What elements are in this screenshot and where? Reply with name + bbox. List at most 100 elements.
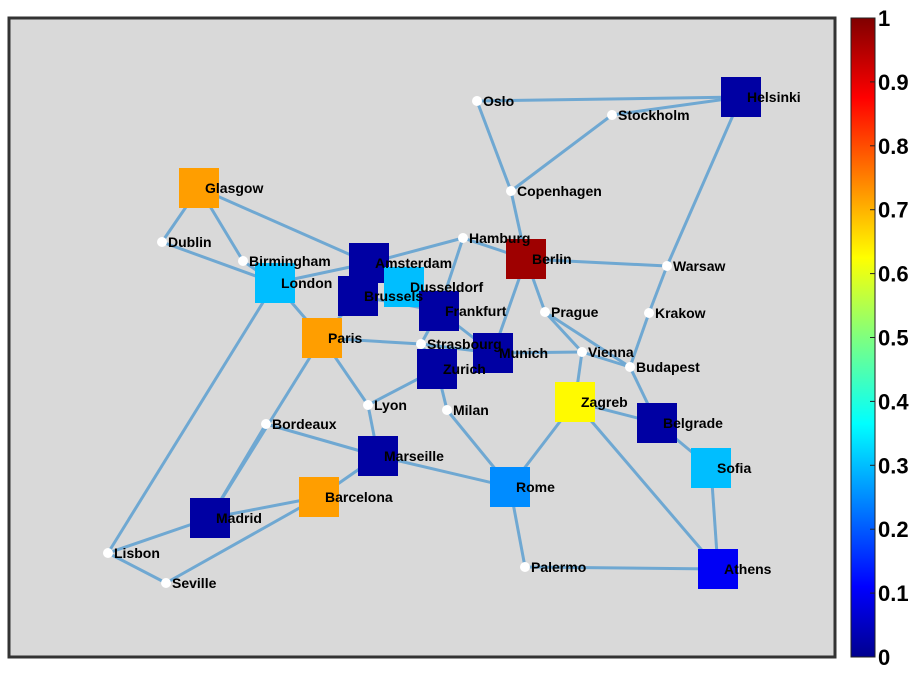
city-label-warsaw: Warsaw xyxy=(673,258,726,274)
edge-stockholm-copenhagen xyxy=(510,113,613,193)
node-square-barcelona xyxy=(299,477,339,517)
city-label-birmingham: Birmingham xyxy=(249,253,331,269)
city-label-oslo: Oslo xyxy=(483,93,514,109)
edge-palermo-athens xyxy=(524,565,719,571)
city-label-dusseldorf: Dusseldorf xyxy=(410,279,483,295)
edge-krakow-budapest xyxy=(628,312,651,368)
colorbar-tick-label: 0.9 xyxy=(878,70,909,95)
city-label-brussels: Brussels xyxy=(364,288,423,304)
city-label-strasbourg: Strasbourg xyxy=(427,336,502,352)
colorbar-ticks: 00.10.20.30.40.50.60.70.80.91 xyxy=(870,6,909,670)
node-dot-krakow xyxy=(644,308,654,318)
node-dot-copenhagen xyxy=(506,186,516,196)
edge-vienna-budapest xyxy=(581,350,631,369)
node-dot-strasbourg xyxy=(416,339,426,349)
city-label-zagreb: Zagreb xyxy=(581,394,628,410)
node-square-sofia xyxy=(691,448,731,488)
city-label-zurich: Zurich xyxy=(443,361,486,377)
node-square-belgrade xyxy=(637,403,677,443)
city-label-frankfurt: Frankfurt xyxy=(445,303,507,319)
node-dot-lisbon xyxy=(103,548,113,558)
node-square-rome xyxy=(490,467,530,507)
nodes-layer xyxy=(103,77,761,589)
node-dot-dublin xyxy=(157,237,167,247)
node-dot-birmingham xyxy=(238,256,248,266)
node-dot-bordeaux xyxy=(261,419,271,429)
city-label-glasgow: Glasgow xyxy=(205,180,263,196)
colorbar-tick-label: 0.6 xyxy=(878,262,909,287)
node-square-berlin xyxy=(506,239,546,279)
city-label-belgrade: Belgrade xyxy=(663,415,723,431)
city-label-bordeaux: Bordeaux xyxy=(272,416,337,432)
edge-prague-budapest xyxy=(544,310,631,369)
node-dot-vienna xyxy=(577,347,587,357)
colorbar-tick-label: 0.1 xyxy=(878,581,909,606)
city-label-budapest: Budapest xyxy=(636,359,700,375)
colorbar-tick-label: 0.7 xyxy=(878,198,909,223)
edge-oslo-copenhagen xyxy=(475,100,513,192)
city-label-copenhagen: Copenhagen xyxy=(517,183,602,199)
city-label-seville: Seville xyxy=(172,575,217,591)
colorbar-tick-label: 0 xyxy=(878,645,890,670)
node-square-zagreb xyxy=(555,382,595,422)
node-square-london xyxy=(255,263,295,303)
city-label-milan: Milan xyxy=(453,402,489,418)
city-label-rome: Rome xyxy=(516,479,555,495)
network-panel xyxy=(7,16,837,659)
city-label-vienna: Vienna xyxy=(588,344,634,360)
colorbar-tick-label: 0.8 xyxy=(878,134,909,159)
node-dot-lyon xyxy=(363,400,373,410)
node-square-frankfurt xyxy=(419,291,459,331)
edge-helsinki-warsaw xyxy=(665,96,743,267)
edge-prague-vienna xyxy=(543,310,584,354)
city-label-lyon: Lyon xyxy=(374,397,407,413)
city-label-dublin: Dublin xyxy=(168,234,212,250)
edge-london-lisbon xyxy=(106,282,277,554)
city-label-munich: Munich xyxy=(499,345,548,361)
colorbar-tick-label: 0.2 xyxy=(878,517,909,542)
node-dot-warsaw xyxy=(662,261,672,271)
node-dot-prague xyxy=(540,307,550,317)
edge-stockholm-helsinki xyxy=(611,95,742,117)
city-label-athens: Athens xyxy=(724,561,772,577)
city-label-stockholm: Stockholm xyxy=(618,107,690,123)
node-square-munich xyxy=(473,333,513,373)
node-square-brussels xyxy=(338,276,378,316)
city-label-lisbon: Lisbon xyxy=(114,545,160,561)
colorbar-tick-label: 1 xyxy=(878,6,890,31)
node-dot-budapest xyxy=(625,362,635,372)
node-square-athens xyxy=(698,549,738,589)
edge-warsaw-krakow xyxy=(647,265,669,314)
node-square-zurich xyxy=(417,349,457,389)
city-label-sofia: Sofia xyxy=(717,460,751,476)
edge-glasgow-amsterdam xyxy=(198,186,370,265)
edge-marseille-rome xyxy=(377,454,511,489)
node-square-dusseldorf xyxy=(384,267,424,307)
city-label-helsinki: Helsinki xyxy=(747,89,801,105)
node-dot-palermo xyxy=(520,562,530,572)
node-dot-milan xyxy=(442,405,452,415)
node-square-helsinki xyxy=(721,77,761,117)
city-label-krakow: Krakow xyxy=(655,305,706,321)
city-label-berlin: Berlin xyxy=(532,251,572,267)
city-label-madrid: Madrid xyxy=(216,510,262,526)
colorbar-tick-label: 0.5 xyxy=(878,326,909,351)
edge-oslo-helsinki xyxy=(476,95,742,103)
city-label-palermo: Palermo xyxy=(531,559,586,575)
node-square-madrid xyxy=(190,498,230,538)
node-dot-stockholm xyxy=(607,110,617,120)
edge-barcelona-seville xyxy=(165,495,320,585)
colorbar-tick-label: 0.4 xyxy=(878,389,909,414)
node-square-paris xyxy=(302,318,342,358)
node-dot-hamburg xyxy=(458,233,468,243)
city-label-barcelona: Barcelona xyxy=(325,489,393,505)
city-label-hamburg: Hamburg xyxy=(469,230,530,246)
city-label-london: London xyxy=(281,275,332,291)
node-square-glasgow xyxy=(179,168,219,208)
edge-zagreb-athens xyxy=(573,401,720,570)
city-label-prague: Prague xyxy=(551,304,599,320)
city-label-marseille: Marseille xyxy=(384,448,444,464)
node-dot-oslo xyxy=(472,96,482,106)
